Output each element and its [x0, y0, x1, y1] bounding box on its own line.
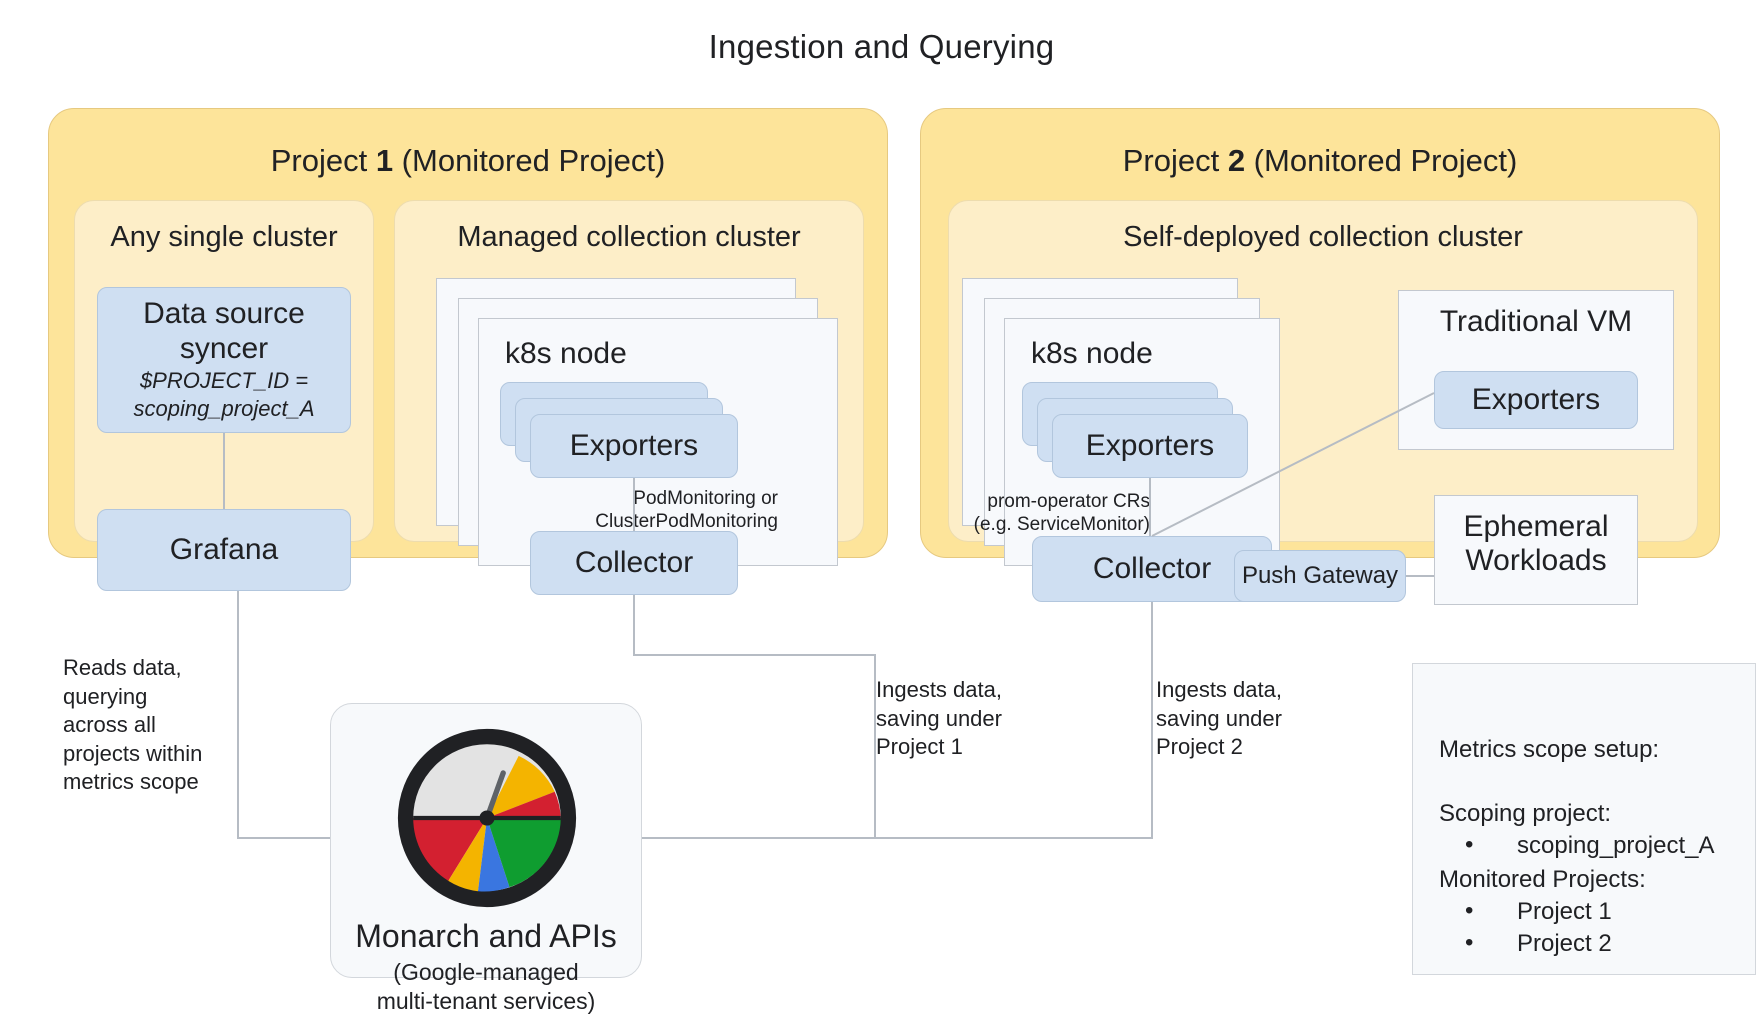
box-exporters-p1[interactable]: Exporters: [530, 414, 738, 478]
monarch-title: Monarch and APIs: [355, 918, 617, 954]
wire-collector-p1-monarch: [633, 595, 876, 839]
box-grafana[interactable]: Grafana: [97, 509, 351, 591]
edge-label-prom-operator-crs: prom-operator CRs (e.g. ServiceMonitor): [973, 491, 1150, 536]
page-title: Ingestion and Querying: [708, 28, 1055, 65]
legend-monitored-list: Project 1 Project 2: [1439, 895, 1739, 960]
exporters-label-p2: Exporters: [1085, 429, 1215, 463]
box-collector-p2[interactable]: Collector: [1032, 536, 1272, 602]
list-item: Project 1: [1439, 895, 1739, 928]
list-item: Project 2: [1439, 927, 1739, 960]
annotation-ingest-project-2: Ingests data, saving under Project 2: [1156, 677, 1282, 760]
annotation-reads-data: Reads data, querying across all projects…: [63, 655, 203, 795]
legend-heading: Metrics scope setup:: [1439, 736, 1660, 763]
legend-scoping-heading: Scoping project:: [1439, 800, 1612, 827]
card-ephemeral-workloads[interactable]: Ephemeral Workloads: [1434, 495, 1638, 605]
collector-label-p1: Collector: [574, 546, 694, 580]
k8s-node-title-p2: k8s node: [1031, 337, 1153, 370]
edge-label-podmonitoring: PodMonitoring or ClusterPodMonitoring: [595, 488, 778, 533]
exporters-label-vm: Exporters: [1471, 383, 1601, 417]
data-source-syncer-text: Data source syncer $PROJECT_ID = scoping…: [133, 297, 315, 422]
list-item: scoping_project_A: [1439, 829, 1739, 862]
exporters-label-p1: Exporters: [569, 429, 699, 463]
collector-label-p2: Collector: [1092, 552, 1212, 586]
box-exporters-vm[interactable]: Exporters: [1434, 371, 1638, 429]
card-monarch-and-apis[interactable]: Monarch and APIs (Google-managed multi-t…: [330, 703, 642, 1014]
monarch-gauge-logo: [397, 728, 577, 908]
grafana-label: Grafana: [169, 533, 279, 567]
cluster-any-single-cluster-title: Any single cluster: [110, 221, 338, 253]
box-exporters-p2[interactable]: Exporters: [1052, 414, 1248, 478]
box-collector-p1[interactable]: Collector: [530, 531, 738, 595]
legend-metrics-scope-setup: Metrics scope setup: Scoping project: sc…: [1412, 663, 1756, 975]
k8s-node-title-p1: k8s node: [505, 337, 627, 370]
cluster-self-deployed-title: Self-deployed collection cluster: [1123, 221, 1523, 253]
box-data-source-syncer[interactable]: Data source syncer $PROJECT_ID = scoping…: [97, 287, 351, 433]
legend-scoping-list: scoping_project_A: [1439, 829, 1739, 862]
project-1-title: Project 1 (Monitored Project): [270, 143, 666, 178]
legend-monitored-heading: Monitored Projects:: [1439, 866, 1646, 893]
annotation-ingest-project-1: Ingests data, saving under Project 1: [876, 677, 1002, 760]
push-gateway-label: Push Gateway: [1241, 561, 1399, 589]
ephemeral-workloads-title: Ephemeral Workloads: [1463, 510, 1609, 577]
monarch-subtitle: (Google-managed multi-tenant services): [376, 959, 596, 1014]
project-2-title: Project 2 (Monitored Project): [1122, 143, 1518, 178]
traditional-vm-title: Traditional VM: [1439, 305, 1633, 338]
cluster-managed-collection-title: Managed collection cluster: [457, 221, 801, 253]
box-push-gateway[interactable]: Push Gateway: [1234, 550, 1406, 602]
